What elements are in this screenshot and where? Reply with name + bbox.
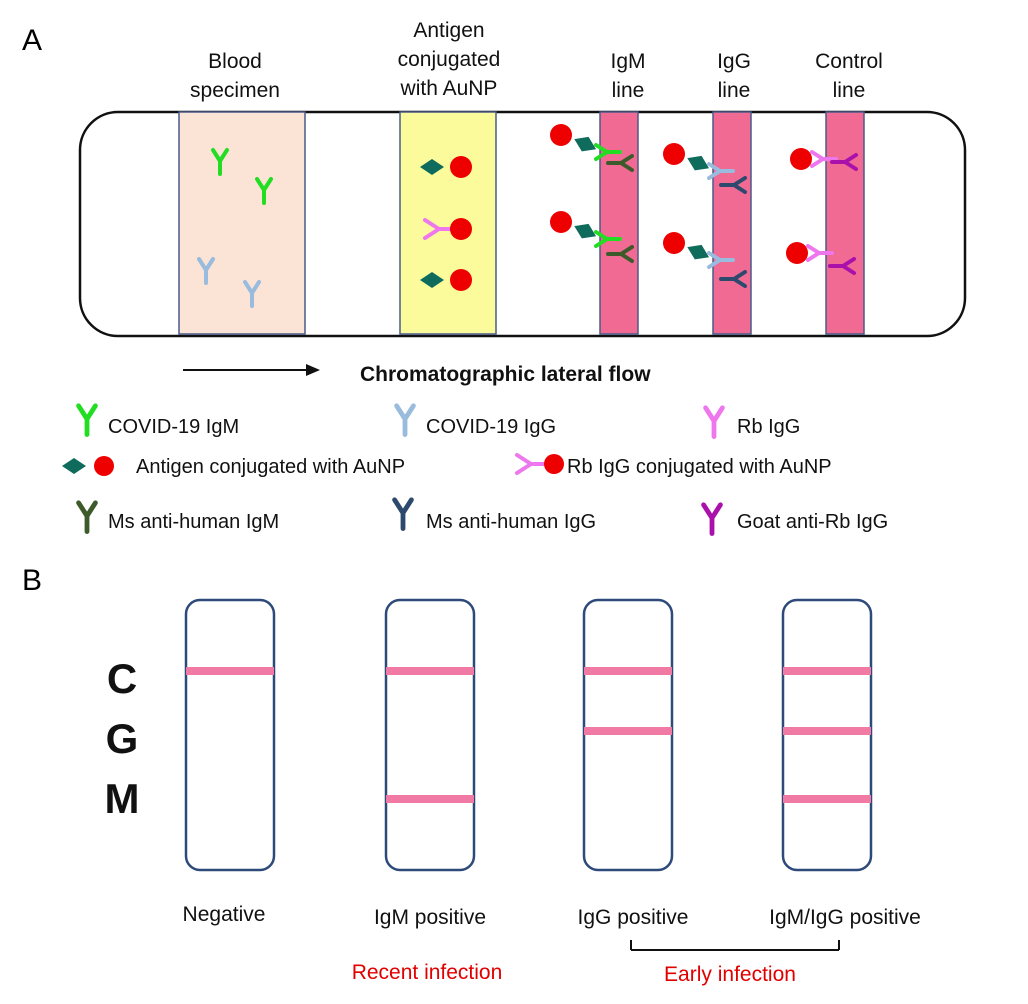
- control-line: [825, 111, 865, 335]
- band-c: [584, 667, 672, 675]
- band-c: [186, 667, 274, 675]
- flow-label: Chromatographic lateral flow: [360, 363, 651, 386]
- panel-a-letter: A: [22, 24, 42, 57]
- legend-rb-igg-aunp-icon: [515, 453, 564, 475]
- svg-text:line: line: [833, 79, 866, 102]
- svg-text:COVID-19 IgG: COVID-19 IgG: [426, 416, 556, 438]
- igm-test-line: [599, 111, 639, 335]
- svg-text:specimen: specimen: [190, 79, 280, 102]
- strip-result-label: IgG positive: [578, 906, 689, 929]
- band-g: [783, 727, 871, 735]
- early-infection-bracket: [630, 940, 840, 951]
- rb-igg-aunp-conjugate-icon: [423, 218, 472, 240]
- svg-text:conjugated: conjugated: [398, 48, 501, 71]
- strip-result-label: IgM/IgG positive: [769, 906, 921, 929]
- svg-text:Goat anti-Rb IgG: Goat anti-Rb IgG: [737, 511, 888, 533]
- blood-specimen-pad: [178, 111, 306, 335]
- result-strip: IgM positive: [374, 598, 486, 929]
- result-strip: IgM/IgG positive: [769, 598, 921, 929]
- legend-covid-igg-icon: [397, 406, 414, 435]
- band-c: [386, 667, 474, 675]
- igm-line-complex: [550, 124, 634, 172]
- line-label-g: G: [106, 715, 139, 762]
- early-infection-label: Early infection: [664, 963, 796, 986]
- conjugate-pad: [399, 111, 497, 335]
- line-label-m: M: [105, 775, 140, 822]
- antigen-aunp-conjugate-icon: [420, 269, 472, 291]
- legend-goat-anti-rb-icon: [704, 505, 721, 534]
- strip-result-label: IgM positive: [374, 906, 486, 929]
- panel-b-letter: B: [22, 564, 42, 597]
- svg-text:IgG: IgG: [717, 50, 751, 73]
- strip-outline: [184, 598, 276, 872]
- strip-outline: [384, 598, 476, 872]
- svg-text:Control: Control: [815, 50, 883, 73]
- svg-text:Antigen conjugated with AuNP: Antigen conjugated with AuNP: [136, 456, 405, 478]
- legend-ms-anti-igg-icon: [395, 500, 412, 529]
- svg-text:Rb IgG: Rb IgG: [737, 416, 800, 438]
- header-igm-line: IgM line: [610, 50, 645, 102]
- svg-text:Blood: Blood: [208, 50, 262, 73]
- svg-text:Ms anti-human IgG: Ms anti-human IgG: [426, 511, 596, 533]
- svg-text:with AuNP: with AuNP: [400, 77, 498, 100]
- header-igg-line: IgG line: [717, 50, 751, 102]
- svg-text:COVID-19 IgM: COVID-19 IgM: [108, 416, 239, 438]
- header-blood-specimen: Blood specimen: [190, 50, 280, 102]
- antigen-aunp-conjugate-icon: [420, 156, 472, 178]
- control-line-complex: [790, 148, 858, 171]
- igg-test-line: [712, 111, 752, 335]
- igg-line-complex: [663, 143, 747, 194]
- header-control-line: Control line: [815, 50, 883, 102]
- legend: COVID-19 IgM COVID-19 IgG Rb IgG Antigen…: [62, 406, 888, 534]
- legend-ms-anti-igm-icon: [79, 503, 96, 532]
- legend-rb-igg-icon: [706, 408, 723, 437]
- line-label-c: C: [107, 655, 137, 702]
- svg-text:line: line: [612, 79, 645, 102]
- recent-infection-label: Recent infection: [352, 961, 503, 984]
- svg-text:Rb IgG conjugated with AuNP: Rb IgG conjugated with AuNP: [567, 456, 832, 478]
- result-strip: IgG positive: [578, 598, 689, 929]
- header-antigen-conjugated: Antigen conjugated with AuNP: [398, 19, 501, 100]
- band-c: [783, 667, 871, 675]
- legend-antigen-aunp-icon: [62, 456, 114, 476]
- svg-text:Ms anti-human IgM: Ms anti-human IgM: [108, 511, 279, 533]
- band-g: [584, 727, 672, 735]
- svg-text:Antigen: Antigen: [413, 19, 484, 42]
- result-strips: Negative IgM positive IgG positive IgM/IgG …: [183, 598, 921, 929]
- band-m: [386, 795, 474, 803]
- control-line-complex: [786, 242, 856, 275]
- igg-line-complex: [663, 232, 747, 288]
- legend-covid-igm-icon: [79, 406, 96, 435]
- svg-text:line: line: [718, 79, 751, 102]
- flow-arrow: [183, 364, 320, 376]
- strip-result-label: Negative: [183, 903, 266, 926]
- result-strip: Negative: [183, 598, 276, 926]
- svg-text:IgM: IgM: [610, 50, 645, 73]
- band-m: [783, 795, 871, 803]
- igm-line-complex: [550, 211, 634, 263]
